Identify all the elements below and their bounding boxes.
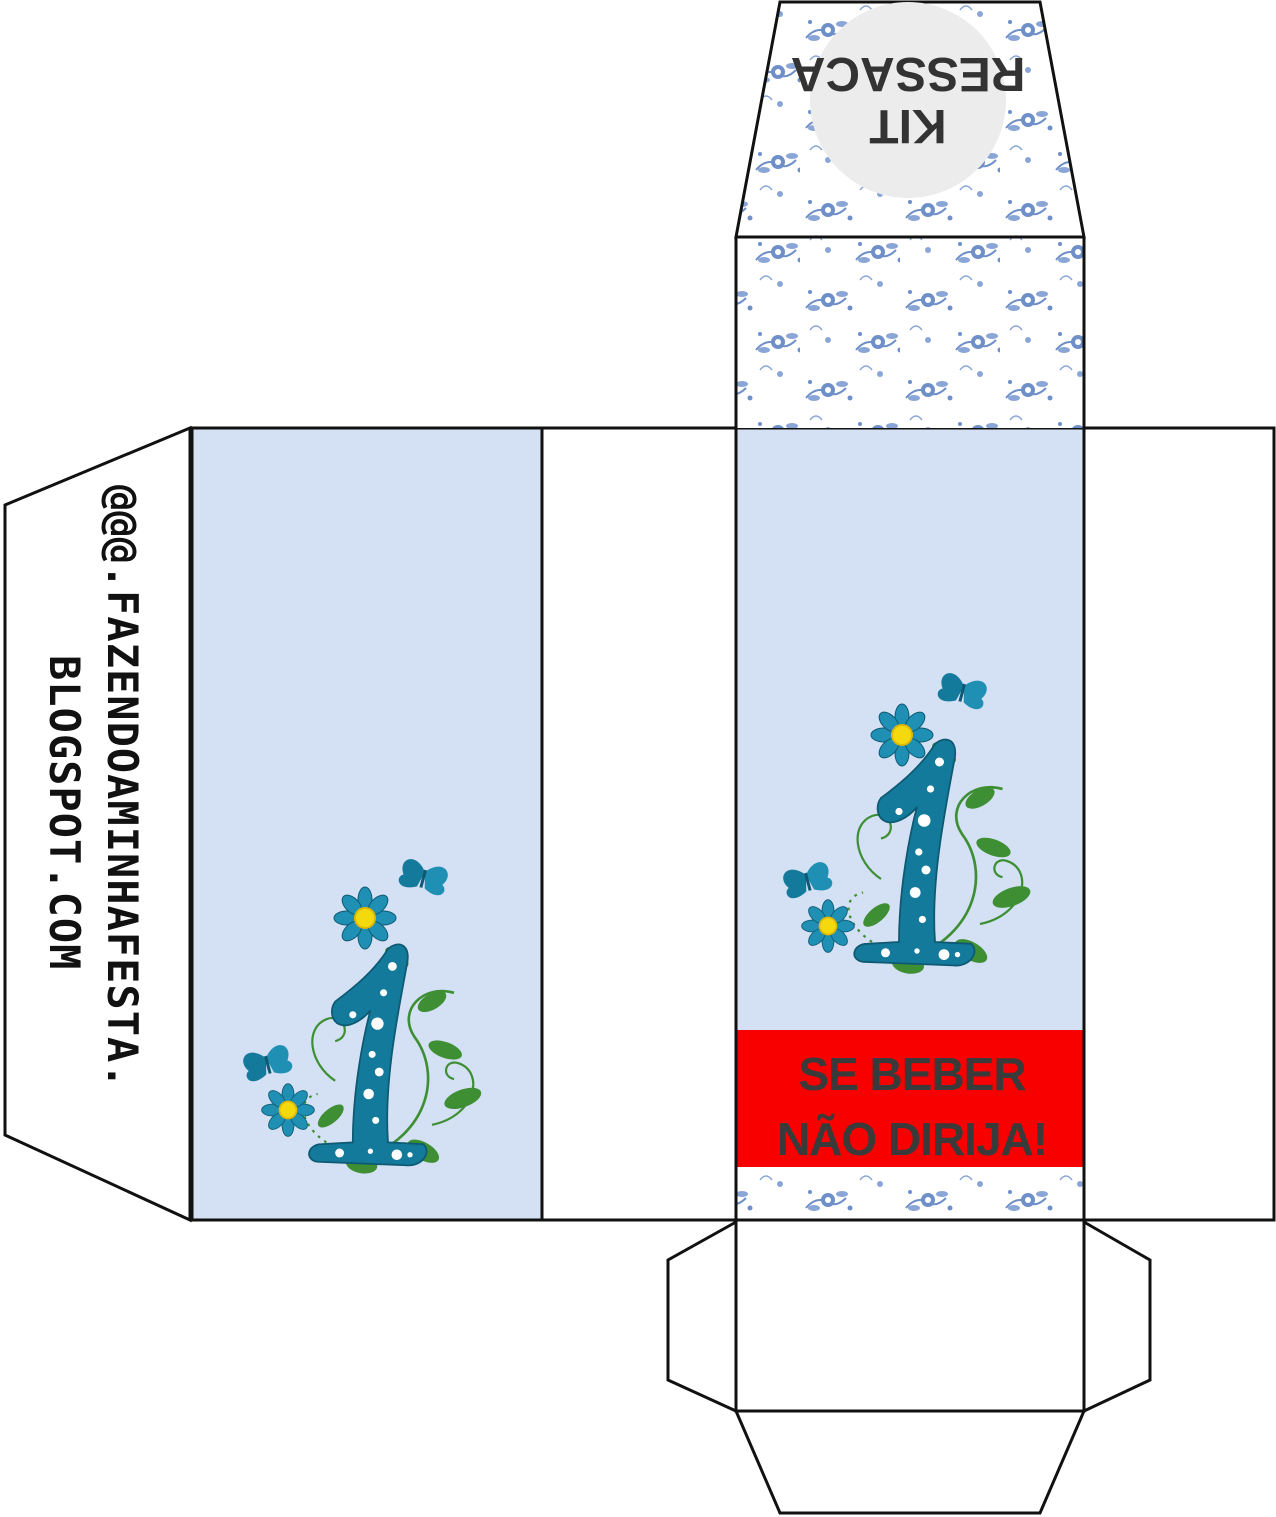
side-flap: @@@.FAZENDOAMINHAFESTA. BLOGSPOT.COM — [3, 425, 192, 1223]
glue-strip — [1082, 426, 1276, 1222]
seal-circle — [810, 2, 1006, 198]
daisy-icon — [260, 1082, 316, 1138]
lid-tab: KIT RESSACA — [734, 0, 1086, 239]
warning-line-1: SE BEBER — [798, 1048, 1026, 1100]
warning-line-2: NÃO DIRIJA! — [777, 1113, 1047, 1165]
daisy-icon — [333, 886, 397, 950]
back-panel — [190, 426, 544, 1222]
top-panel — [734, 235, 1086, 428]
seal-line-2: RESSACA — [791, 47, 1026, 100]
seal-line-1: KIT — [869, 99, 946, 152]
front-panel: SE BEBER NÃO DIRIJA! — [734, 426, 1086, 1222]
floral-strip — [736, 1167, 1084, 1220]
daisy-icon — [800, 898, 856, 954]
bottom-flaps — [666, 1218, 1152, 1515]
daisy-icon — [870, 703, 934, 767]
website-line-2: BLOGSPOT.COM — [40, 655, 89, 970]
warning-banner — [736, 1030, 1084, 1167]
side-panel — [540, 426, 738, 1222]
website-line-1: @@@.FAZENDOAMINHAFESTA. — [98, 485, 147, 1090]
